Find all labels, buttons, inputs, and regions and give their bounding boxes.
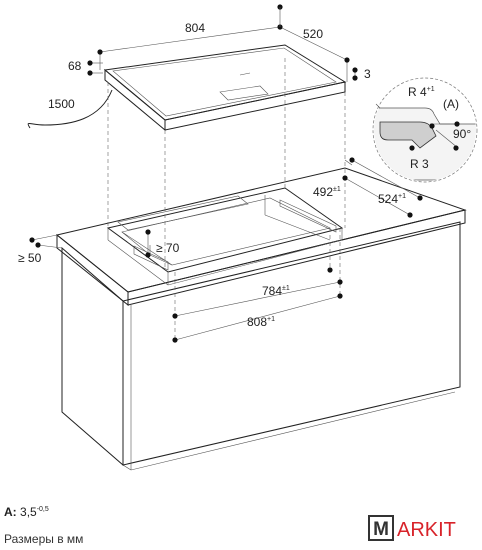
dimension-marker xyxy=(342,175,348,181)
dimension-marker xyxy=(87,70,93,76)
dimension-marker xyxy=(352,75,358,81)
dimension-marker xyxy=(145,229,151,235)
dimension-marker xyxy=(172,313,178,319)
dimension-marker xyxy=(29,237,35,243)
cut-depth-label: 492±1 xyxy=(313,185,341,199)
detail-a-note-value: 3,5 xyxy=(20,505,37,519)
min-edge-label: ≥ 50 xyxy=(18,251,42,265)
detail-a-note: A: 3,5-0,5 xyxy=(4,505,49,519)
dimension-marker xyxy=(453,145,459,151)
svg-text:M: M xyxy=(373,519,389,540)
height-label: 68 xyxy=(68,59,82,73)
dimension-marker xyxy=(87,60,93,66)
dimension-marker xyxy=(407,212,413,218)
cabinet xyxy=(55,167,467,471)
cut-depth-dimension-line xyxy=(344,177,411,216)
svg-text:ARKIT: ARKIT xyxy=(397,519,456,541)
detail-label: (A) xyxy=(443,97,459,111)
dimension-marker xyxy=(417,195,423,201)
radius-bottom-label: R 3 xyxy=(410,157,429,171)
dimension-marker xyxy=(337,279,343,285)
width-dimension-line xyxy=(99,26,281,53)
cut-width-label: 784±1 xyxy=(262,284,290,298)
dimension-marker xyxy=(337,293,343,299)
cooktop xyxy=(103,44,347,132)
cable-label: 1500 xyxy=(48,97,75,111)
edge-label: 3 xyxy=(364,67,371,81)
units-note: Размеры в мм xyxy=(4,532,84,546)
dimension-marker xyxy=(349,157,355,163)
radius-top-label: R 4+1 xyxy=(408,85,435,99)
brand-logo: M ARKIT xyxy=(368,515,456,541)
dimension-marker xyxy=(327,267,333,273)
depth-label: 520 xyxy=(303,27,323,41)
dimension-marker xyxy=(409,145,415,151)
cut-width-outer-label: 808+1 xyxy=(247,315,275,329)
power-cable xyxy=(27,89,113,129)
installation-drawing: 804 520 68 3 1500 R 4+1 (A) 90° R 3 xyxy=(18,4,478,471)
dimension-marker xyxy=(35,242,41,248)
detail-a-note-key: A: xyxy=(4,505,17,519)
detail-a-note-tolerance: -0,5 xyxy=(36,506,49,513)
dimension-marker xyxy=(145,252,151,258)
dimension-marker xyxy=(344,57,350,63)
dimension-marker xyxy=(352,67,358,73)
detail-a xyxy=(372,77,478,183)
dimension-marker xyxy=(454,121,460,127)
angle-label: 90° xyxy=(453,127,471,141)
cut-width-dimension-line xyxy=(174,281,341,317)
dimension-marker xyxy=(97,49,103,55)
dimension-marker xyxy=(429,123,435,129)
width-label: 804 xyxy=(185,21,205,35)
dimension-marker xyxy=(172,337,178,343)
cut-depth-outer-label: 524+1 xyxy=(378,192,406,206)
min-clearance-label: ≥ 70 xyxy=(156,241,180,255)
depth-dimension-line xyxy=(279,26,348,61)
